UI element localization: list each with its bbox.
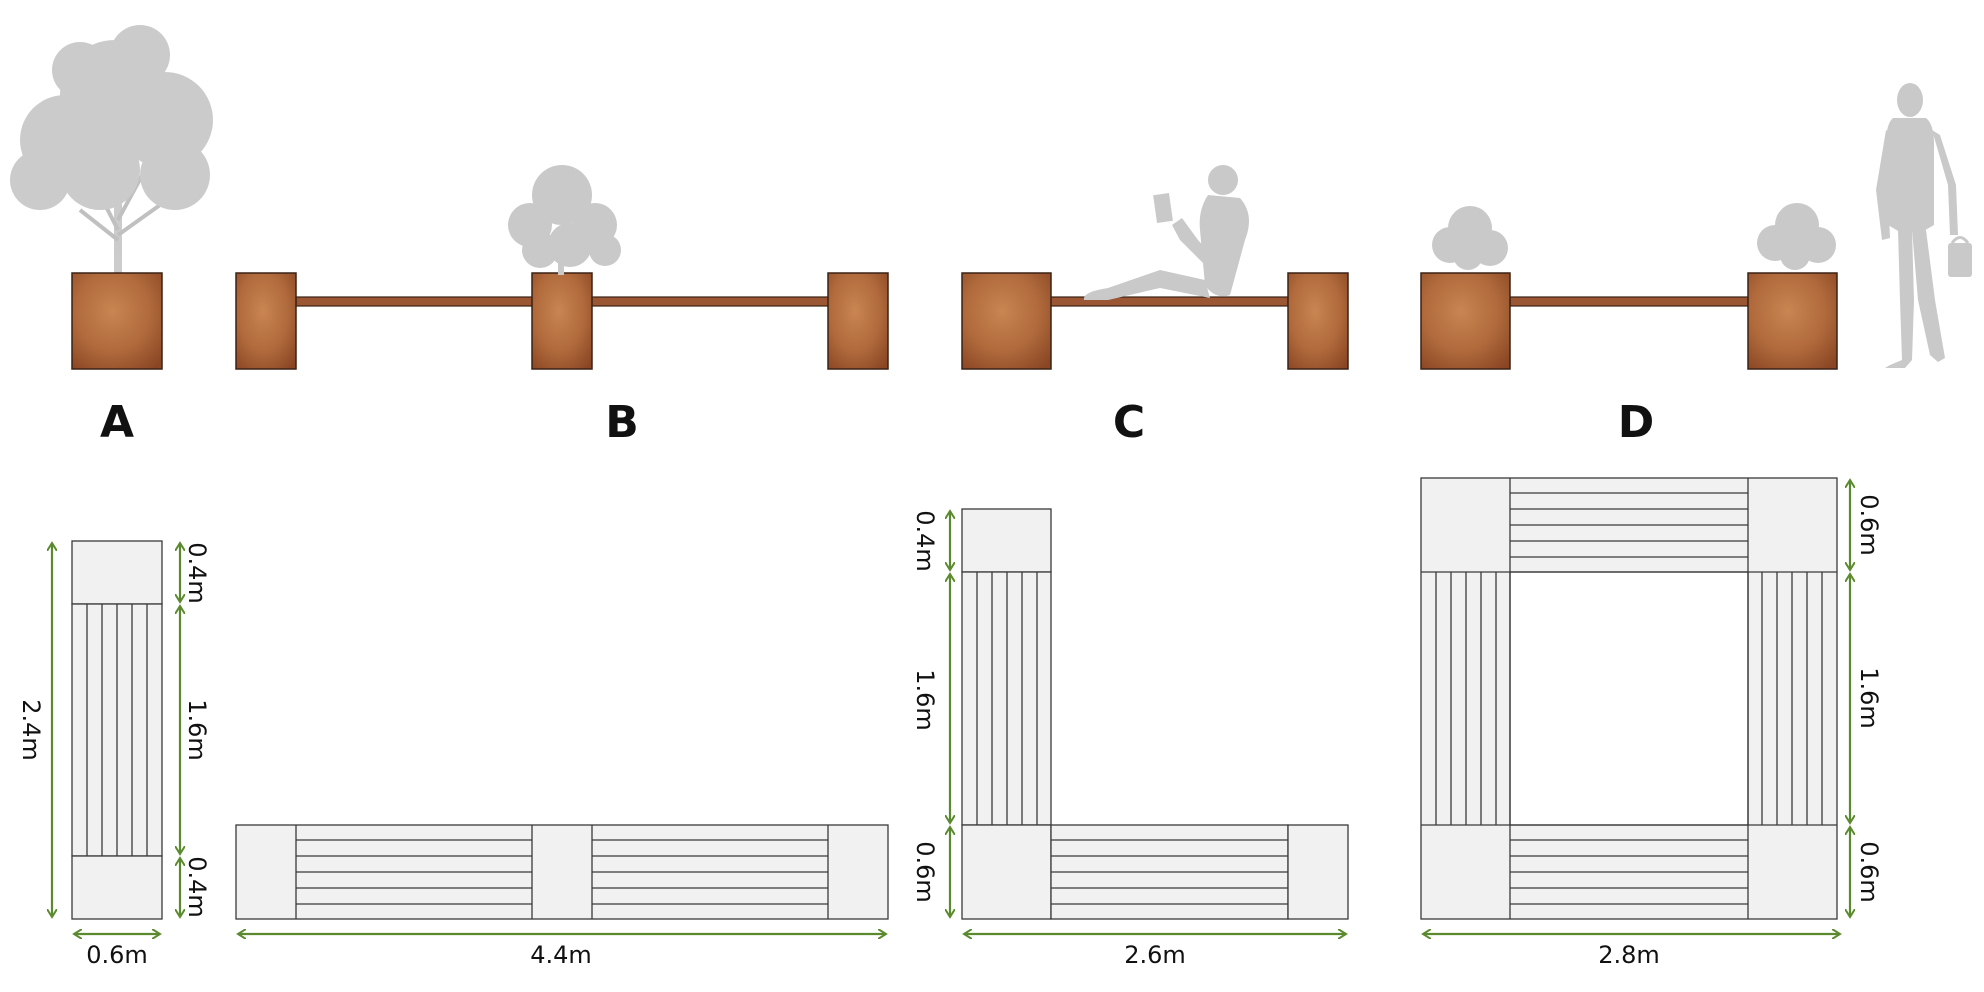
dim-c-bottom: 0.6m [911,841,939,903]
variant-c-elevation [961,272,1349,370]
dim-a-middle: 1.6m [183,699,211,761]
dim-c-width: 2.6m [1124,941,1186,969]
variant-label-a: A [100,397,134,448]
dim-d-middle: 1.6m [1855,667,1883,729]
plan-c [961,508,1349,920]
plan-a [71,540,163,920]
dim-d-bottom: 0.6m [1855,841,1883,903]
dim-b-length: 4.4m [530,941,592,969]
plan-row [71,477,1838,920]
planter-a-elevation [71,272,163,370]
variant-label-d: D [1618,397,1655,448]
dim-a-total: 2.4m [17,699,45,761]
variant-label-b: B [605,397,639,448]
tree-small-icon [1432,206,1508,270]
tree-large-icon [10,25,213,275]
dim-c-middle: 1.6m [911,669,939,731]
variant-labels: A B C D [100,397,1654,448]
dimension-lines [52,480,1850,934]
variant-label-c: C [1113,397,1145,448]
dim-c-top: 0.4m [911,510,939,572]
variant-d-elevation [1420,272,1838,370]
variant-b-elevation [235,272,889,370]
dim-a-top: 0.4m [183,542,211,604]
person-sitting-reading-icon [1083,165,1249,300]
plan-b [235,824,889,920]
tree-small-icon [1757,203,1836,270]
elevation-row [10,25,1972,370]
dim-d-width: 2.8m [1598,941,1660,969]
tree-small-icon [508,165,621,275]
dim-a-width: 0.6m [86,941,148,969]
person-walking-with-bag-icon [1876,83,1972,368]
dimension-labels: 2.4m 0.4m 1.6m 0.4m 0.6m 4.4m 0.4m 1.6m … [17,494,1883,969]
dim-a-bottom: 0.4m [183,856,211,918]
dim-d-top: 0.6m [1855,494,1883,556]
plan-d [1420,477,1838,920]
